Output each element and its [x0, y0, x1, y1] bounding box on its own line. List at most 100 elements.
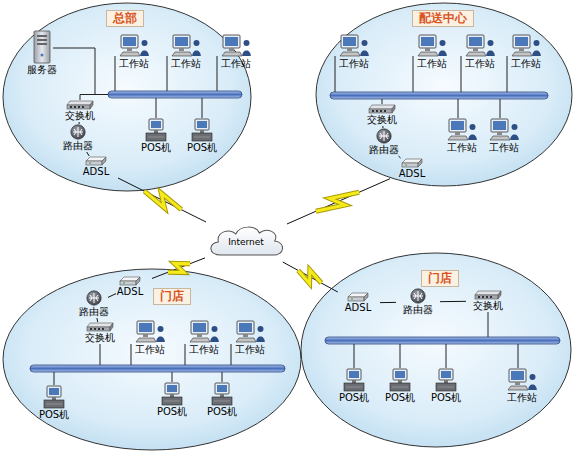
zone-outline: [3, 269, 301, 450]
network-link: [287, 179, 390, 224]
device-symbol: [67, 101, 93, 109]
zone-outline: [316, 3, 572, 186]
device-icon: [342, 368, 366, 392]
device-node: 工作站: [500, 368, 544, 404]
device-icon: [66, 100, 94, 110]
device-icon: [42, 385, 66, 409]
wan-line: [287, 179, 390, 224]
zone-title: 门店: [153, 288, 191, 305]
device-icon: [190, 118, 214, 142]
device-node: 路由器: [396, 288, 440, 316]
device-label: ADSL: [345, 302, 371, 314]
device-symbol: [87, 291, 101, 305]
site-zone: 门店ADSL路由器交换机POS机POS机POS机工作站: [300, 252, 572, 448]
device-node: 工作站: [128, 320, 172, 356]
device-icon: [401, 158, 423, 168]
device-node: ADSL: [74, 156, 118, 178]
device-icon: [489, 118, 519, 142]
device-icon: [465, 34, 495, 58]
device-node: ADSL: [336, 292, 380, 314]
device-icon: [434, 368, 458, 392]
device-node: POS机: [150, 382, 194, 418]
device-label: 路由器: [369, 144, 399, 156]
device-icon: [135, 320, 165, 344]
device-node: POS机: [134, 118, 178, 154]
device-label: POS机: [207, 406, 237, 418]
device-label: 工作站: [135, 344, 165, 356]
device-label: POS机: [157, 406, 187, 418]
device-label: 工作站: [417, 58, 447, 70]
device-icon: [410, 288, 426, 304]
device-label: 工作站: [189, 344, 219, 356]
zone-title: 门店: [421, 270, 459, 287]
zone-ellipse: [2, 2, 252, 192]
lightning-outline: [144, 191, 181, 209]
lightning-outline: [298, 270, 321, 284]
device-node: POS机: [180, 118, 224, 154]
zone-ellipse: [2, 268, 302, 451]
site-zone: 门店ADSL路由器交换机工作站工作站工作站POS机POS机POS机: [2, 268, 302, 451]
device-symbol: [508, 369, 537, 390]
device-symbol: [411, 289, 425, 303]
device-node: 交换机: [58, 100, 102, 122]
device-symbol: [236, 321, 265, 342]
device-icon: [70, 124, 86, 140]
device-node: 工作站: [332, 34, 376, 70]
device-label: 工作站: [465, 58, 495, 70]
device-icon: [86, 290, 102, 306]
device-label: 工作站: [235, 344, 265, 356]
device-icon: [210, 382, 234, 406]
device-icon: [507, 368, 537, 392]
device-symbol: [340, 35, 369, 56]
device-icon: [511, 34, 541, 58]
device-node: 工作站: [504, 34, 548, 70]
device-symbol: [466, 35, 495, 56]
device-label: 服务器: [27, 64, 57, 76]
wan-line: [283, 262, 338, 292]
device-symbol: [172, 35, 201, 56]
device-symbol: [212, 383, 232, 405]
device-node: 交换机: [78, 322, 122, 344]
device-symbol: [369, 105, 395, 113]
device-label: POS机: [431, 392, 461, 404]
device-node: POS机: [200, 382, 244, 418]
network-link: [283, 262, 338, 292]
device-icon: [189, 320, 219, 344]
device-symbol: [190, 321, 219, 342]
site-zone: 配送中心工作站工作站工作站工作站交换机路由器工作站工作站ADSL: [315, 2, 573, 187]
device-symbol: [490, 119, 519, 140]
device-node: 路由器: [72, 290, 116, 318]
device-symbol: [192, 119, 212, 141]
device-node: 工作站: [228, 320, 272, 356]
device-node: 工作站: [410, 34, 454, 70]
device-node: POS机: [32, 385, 76, 421]
device-label: POS机: [187, 142, 217, 154]
device-icon: [417, 34, 447, 58]
device-icon: [160, 382, 184, 406]
device-icon: [235, 320, 265, 344]
device-symbol: [448, 119, 477, 140]
device-label: POS机: [339, 392, 369, 404]
device-icon: [347, 292, 369, 302]
device-icon: [85, 156, 107, 166]
device-label: 路由器: [403, 304, 433, 316]
device-node: 交换机: [360, 104, 404, 126]
device-node: 工作站: [482, 118, 526, 154]
device-label: 路由器: [63, 140, 93, 152]
device-label: 工作站: [489, 142, 519, 154]
cloud-label: Internet: [228, 237, 264, 248]
zone-title: 总部: [106, 10, 144, 27]
device-node: 工作站: [458, 34, 502, 70]
device-symbol: [348, 293, 368, 301]
device-icon: [171, 34, 201, 58]
device-node: POS机: [332, 368, 376, 404]
device-label: 路由器: [79, 306, 109, 318]
device-label: ADSL: [399, 168, 425, 180]
zone-outline: [301, 253, 571, 447]
zone-title: 配送中心: [412, 10, 474, 27]
device-symbol: [136, 321, 165, 342]
device-icon: [221, 34, 251, 58]
device-icon: [474, 290, 502, 300]
device-node: 工作站: [164, 34, 208, 70]
device-symbol: [436, 369, 456, 391]
